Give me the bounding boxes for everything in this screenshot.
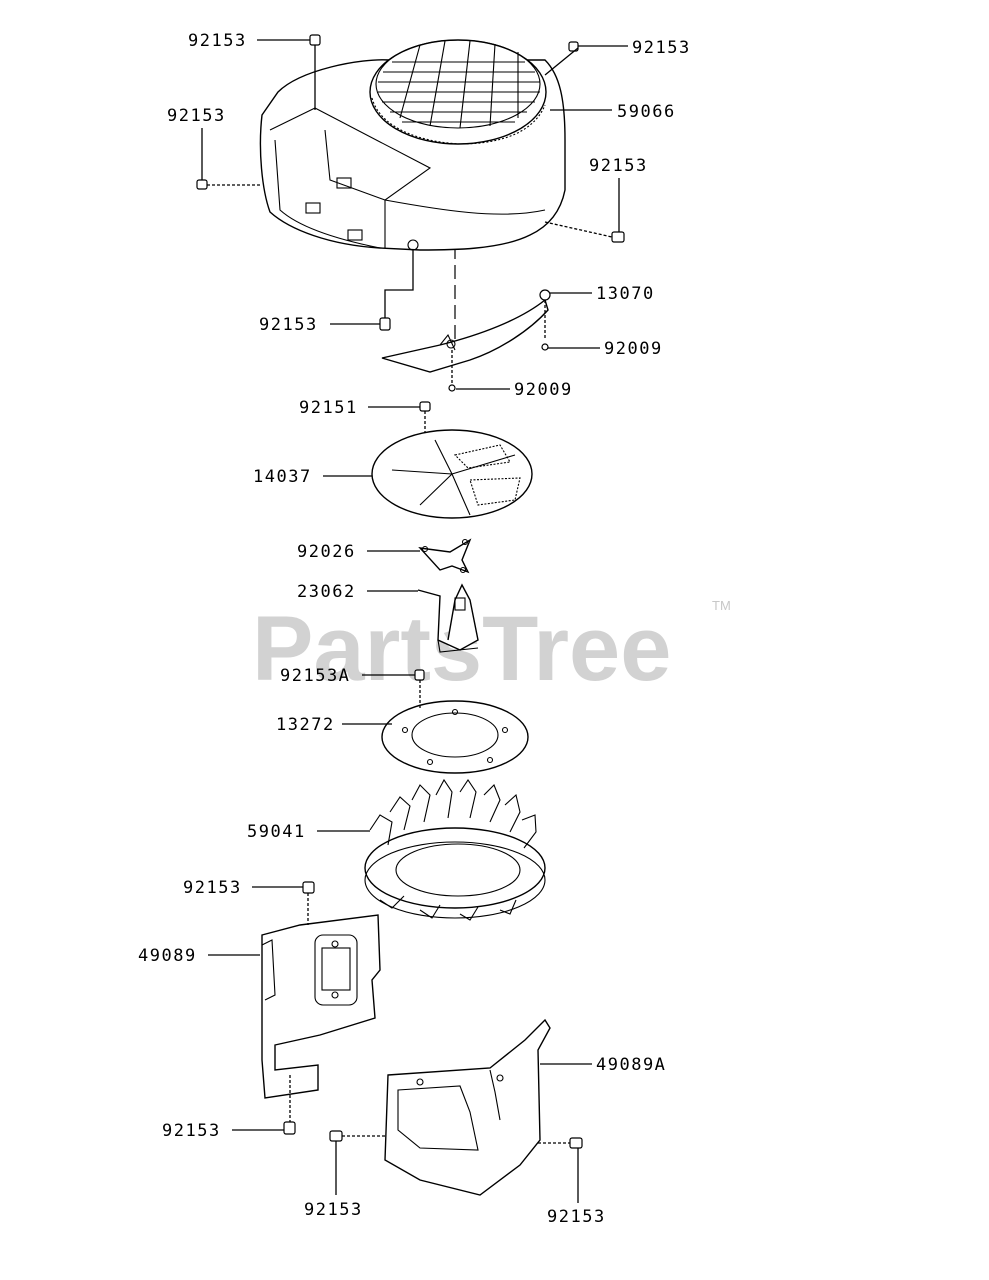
bolt-cover-bottom[interactable] <box>283 1075 296 1135</box>
bolt-13070-attach[interactable] <box>539 289 551 351</box>
callout-92153-lower-left: 92153 <box>259 315 318 335</box>
leader-lines <box>201 39 628 1203</box>
bolt-49089A-left[interactable] <box>329 1130 385 1142</box>
callout-92153-top-left: 92153 <box>188 31 247 51</box>
spacer-92026[interactable] <box>418 538 472 574</box>
bolt-49089A-right[interactable] <box>538 1137 583 1149</box>
callout-14037: 14037 <box>253 467 312 487</box>
callout-92153-bottom-right: 92153 <box>547 1207 606 1227</box>
callout-59041: 59041 <box>247 822 306 842</box>
watermark-trademark: TM <box>712 598 731 613</box>
callout-59066: 59066 <box>617 102 676 122</box>
callout-92009-right: 92009 <box>604 339 663 359</box>
bolt-cover-top[interactable] <box>302 881 315 925</box>
blower-housing-59066[interactable] <box>259 39 566 251</box>
plate-13272[interactable] <box>381 700 529 774</box>
cooling-fan-59041[interactable] <box>364 778 546 921</box>
callout-labels: 92153 92153 59066 92153 92153 92153 1307… <box>138 31 691 1227</box>
callout-92151: 92151 <box>299 398 358 418</box>
callout-92153-bottom-left: 92153 <box>304 1200 363 1220</box>
callout-92153-top-right: 92153 <box>632 38 691 58</box>
screen-14037[interactable] <box>371 429 533 519</box>
callout-92153-cover-bottom: 92153 <box>162 1121 221 1141</box>
callout-92026: 92026 <box>297 542 356 562</box>
callout-13272: 13272 <box>276 715 335 735</box>
bolt-92153A[interactable] <box>414 669 425 710</box>
callout-92153-cover-top: 92153 <box>183 878 242 898</box>
bolt-left[interactable] <box>196 179 260 190</box>
bolt-center-92009[interactable] <box>448 350 456 392</box>
callout-49089A: 49089A <box>596 1055 666 1075</box>
bolt-92151[interactable] <box>419 401 431 432</box>
callout-13070: 13070 <box>596 284 655 304</box>
callout-49089: 49089 <box>138 946 197 966</box>
callout-92153-left: 92153 <box>167 106 226 126</box>
cover-49089[interactable] <box>261 914 381 1099</box>
cover-49089A[interactable] <box>384 1018 551 1196</box>
bracket-23062[interactable] <box>417 583 479 653</box>
callout-92009-center: 92009 <box>514 380 573 400</box>
callout-92153-right: 92153 <box>589 156 648 176</box>
callout-92153A: 92153A <box>280 666 350 686</box>
cover-plate-13070[interactable] <box>381 298 549 373</box>
bolt-right[interactable] <box>544 221 625 243</box>
bolt-lower-left[interactable] <box>379 250 414 331</box>
callout-23062: 23062 <box>297 582 356 602</box>
